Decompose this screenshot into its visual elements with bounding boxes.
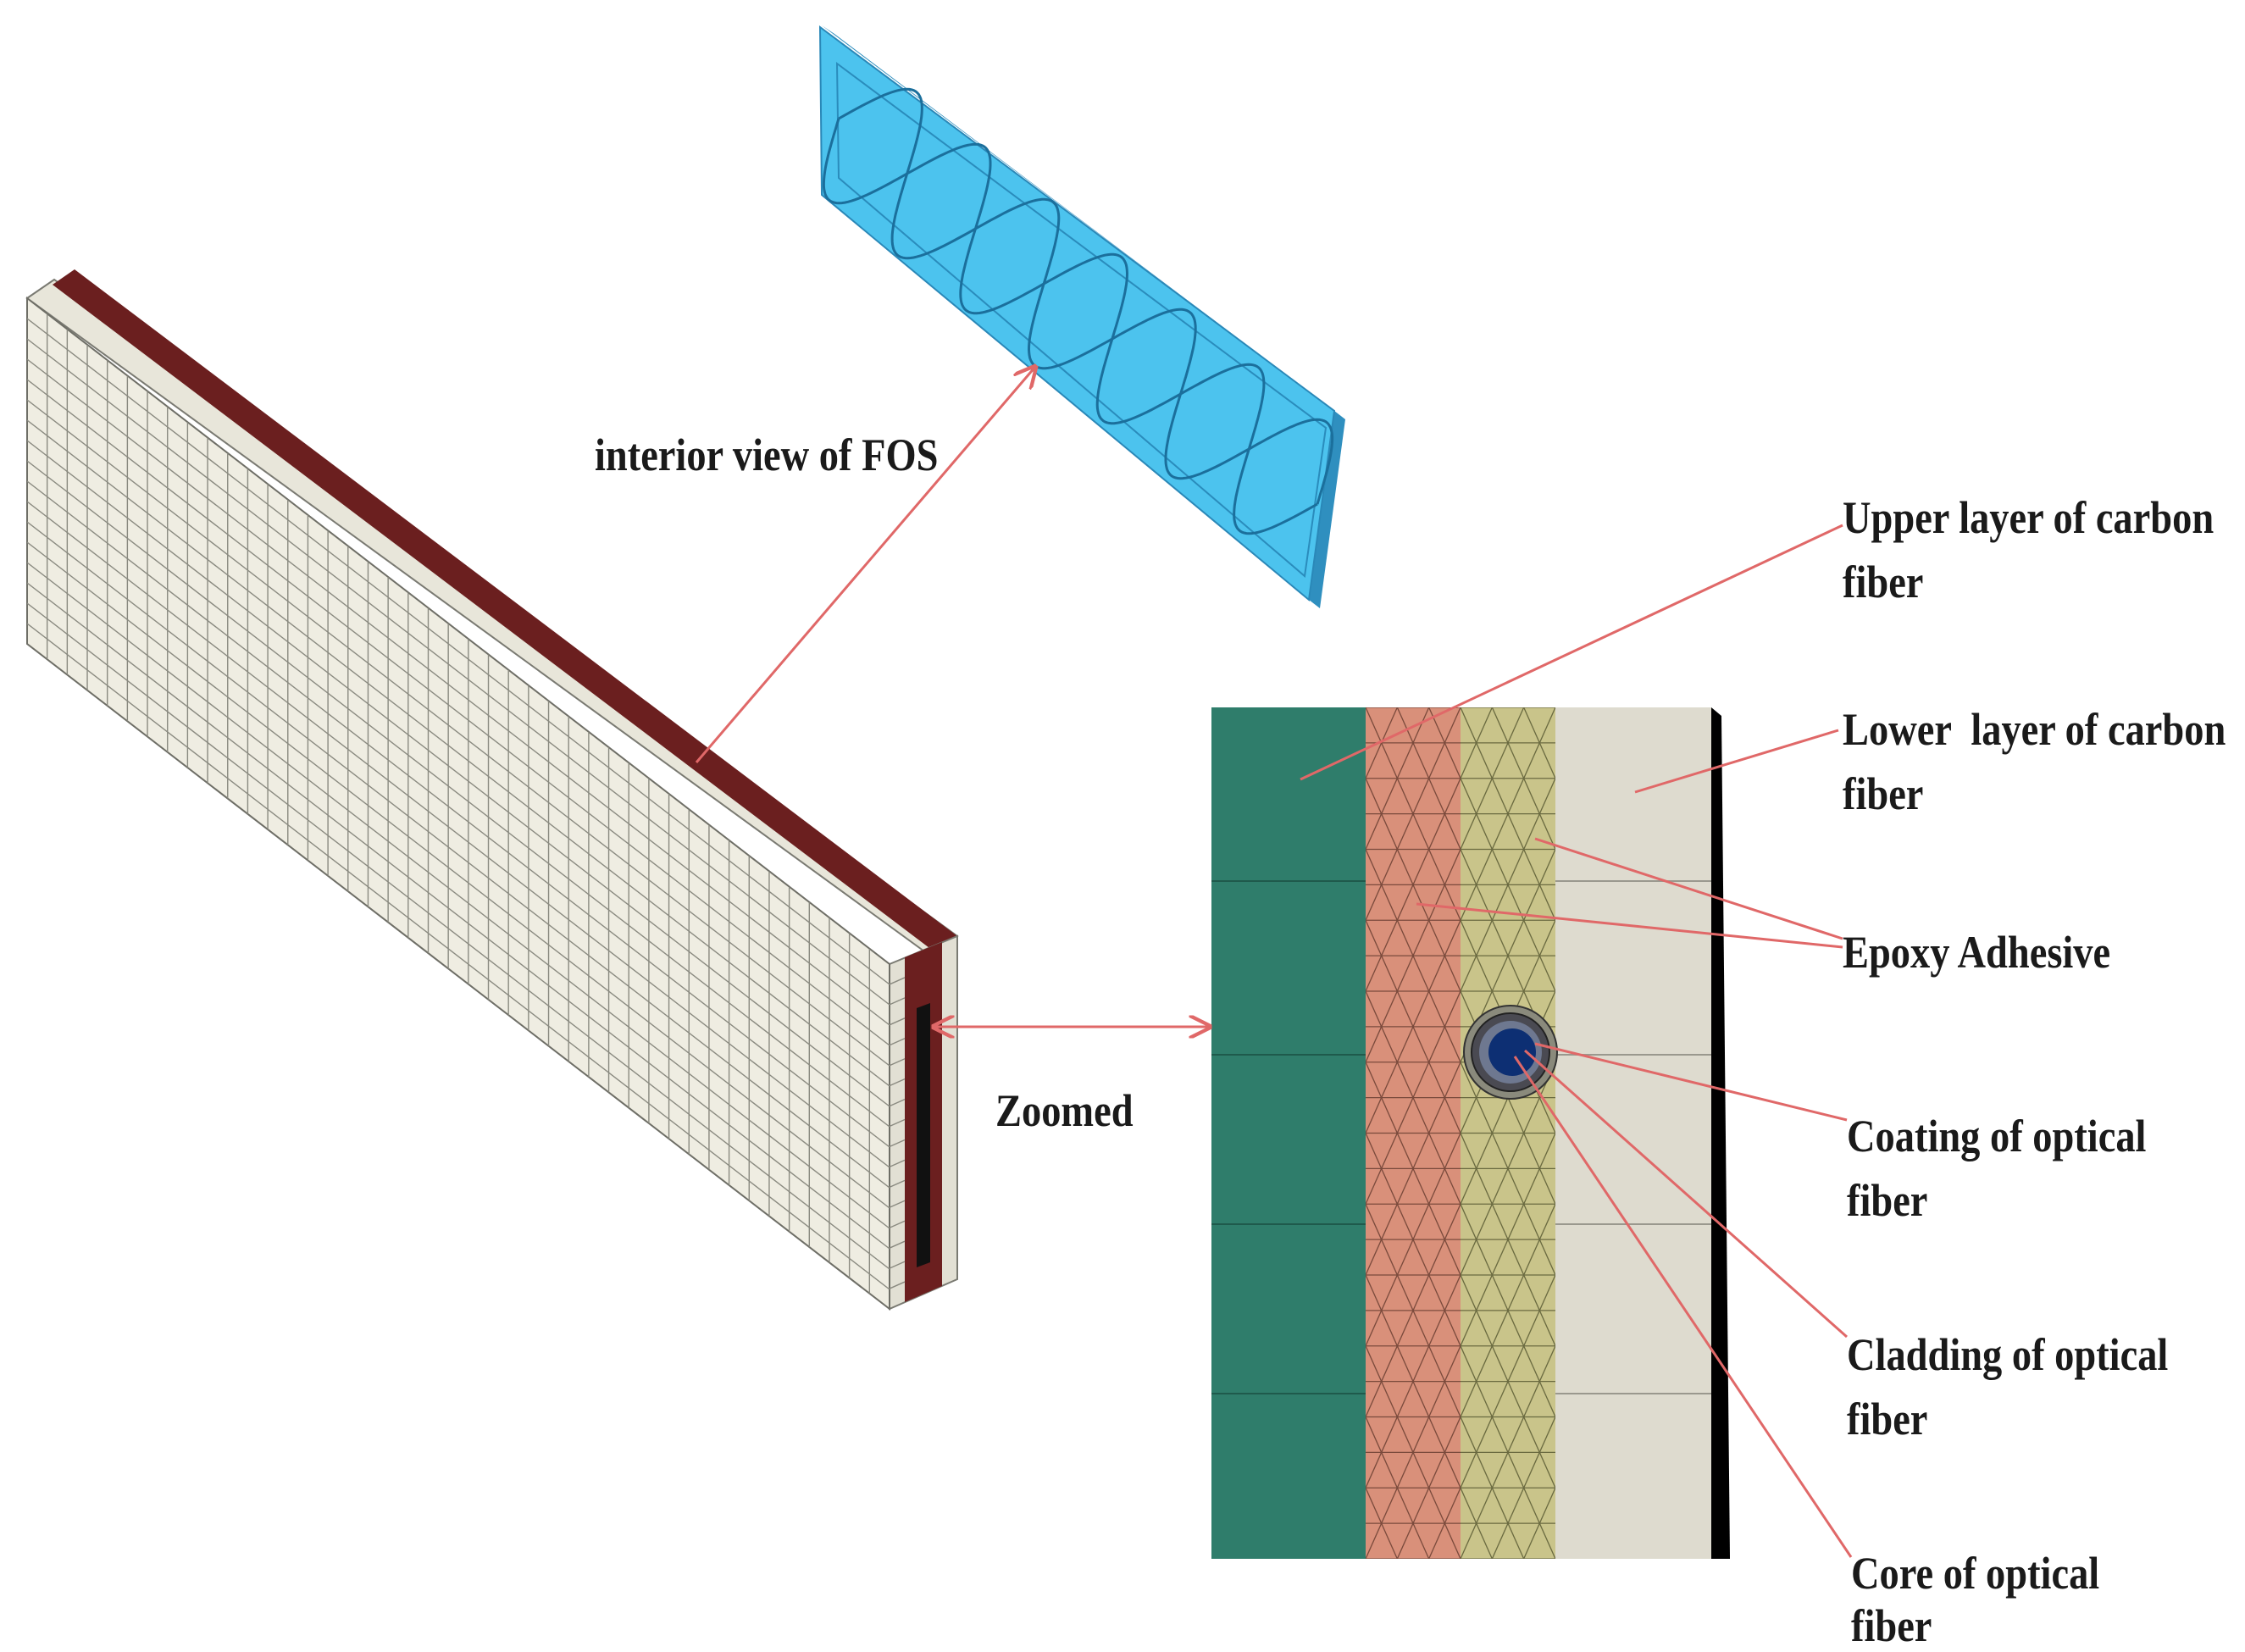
side-mesh-line [889,1098,906,1107]
fos-panel-edge-right [1309,411,1345,608]
epoxy-mesh-line [2156,707,2245,1559]
side-mesh-line [889,1017,906,1026]
epoxy-mesh-line [2220,707,2245,1559]
mesh-line [27,460,890,1128]
mesh-line [27,358,890,1026]
fiber-end [917,1003,930,1267]
fos-panel [818,25,1345,608]
side-mesh-line [889,1139,906,1148]
epoxy-mesh-line [2156,707,2245,1559]
mesh-line [27,419,890,1087]
mesh-line [27,338,890,1006]
fos-inner-border [835,61,1328,578]
mesh-line [27,562,890,1229]
epoxy-upper-mesh [1366,707,2245,1559]
side-mesh-line [889,1179,906,1188]
side-mesh-line [889,1200,906,1208]
epoxy-mesh-line [1461,1202,1555,1419]
side-mesh-line [889,1078,906,1087]
epoxy-mesh-line [1366,990,1461,1206]
leader-upper-layer [1300,524,1843,781]
leader-epoxy-upper [1416,902,1843,949]
side-mesh-line [889,1220,906,1228]
label-lower-layer-line1: Lower layer of carbon [1843,704,2226,755]
mesh-line [27,501,890,1168]
lower-carbon-layer [1555,707,1711,1559]
side-mesh-line [889,1159,906,1168]
side-mesh-line [889,997,906,1006]
leader-lines [695,367,1853,1558]
laminate-block [25,269,959,1311]
label-lower-layer-line2: fiber [1843,768,1924,819]
mesh-line [27,602,890,1270]
mesh-line [27,399,890,1067]
label-epoxy: Epoxy Adhesive [1843,927,2111,978]
mesh-line [27,480,890,1148]
upper-carbon-layer [1211,707,1366,1559]
leader-core [1513,1056,1853,1558]
epoxy-mesh-line [1461,990,1555,1206]
epoxy-mesh-line [1366,1273,1461,1489]
adhesive-strip [53,269,957,953]
epoxy-mesh-line [2188,707,2245,1559]
epoxy-lower-mesh [1461,707,2245,1559]
epoxy-mesh-line [1366,777,1461,993]
epoxy-mesh-line [1366,1344,1461,1559]
side-mesh-line [889,1240,906,1249]
leader-cladding [1524,1049,1848,1339]
side-mesh-line [889,1058,906,1067]
label-cladding-line2: fiber [1847,1394,1928,1444]
mesh-line [27,379,890,1046]
label-upper-layer-line2: fiber [1843,557,1924,607]
label-interior-view: interior view of FOS [595,430,939,480]
mesh-line [27,582,890,1250]
label-zoomed: Zoomed [995,1085,1134,1136]
leader-epoxy-lower [1534,837,1843,940]
side-mesh-line [889,1261,906,1269]
leader-interior-view [695,367,1035,763]
leader-lower-layer [1634,729,1839,794]
label-cladding-line1: Cladding of optical [1847,1329,2169,1380]
label-core-line2: fiber [1851,1600,1932,1651]
mesh-line [27,521,890,1189]
side-mesh-line [889,1281,906,1289]
epoxy-mesh-line [1461,847,1555,1064]
mesh-line [27,440,890,1107]
epoxy-mesh-line [1461,1344,1555,1559]
mesh-line [27,623,890,1290]
label-core-line1: Core of optical [1851,1548,2100,1599]
side-mesh-line [889,1038,906,1046]
cross-section-edge [1711,707,1730,1559]
epoxy-mesh-line [2188,707,2245,1559]
label-coating-line1: Coating of optical [1847,1111,2147,1161]
laminate-front-face [26,296,890,1311]
cross-section [1211,707,2245,1559]
laminate-side-mesh [889,977,906,1289]
epoxy-mesh-line [1461,1061,1555,1277]
leader-coating [1534,1042,1848,1122]
side-mesh-line [889,1118,906,1128]
side-mesh-line [889,977,906,985]
mesh-line [27,318,890,985]
fos-panel-face [818,25,1336,601]
core-circle [1488,1028,1536,1076]
laminate-mesh [27,313,890,1294]
mesh-line [27,541,890,1209]
epoxy-mesh-line [1461,1273,1555,1489]
fos-fiber-path [822,118,1318,535]
epoxy-mesh-line [1366,1061,1461,1277]
epoxy-mesh-line [1366,1202,1461,1419]
epoxy-mesh-line [2220,707,2245,1559]
epoxy-mesh-line [1366,707,1461,922]
label-coating-line2: fiber [1847,1175,1928,1226]
label-upper-layer-line1: Upper layer of carbon [1843,492,2215,543]
epoxy-mesh-line [1461,707,1555,922]
epoxy-mesh-line [1461,777,1555,993]
